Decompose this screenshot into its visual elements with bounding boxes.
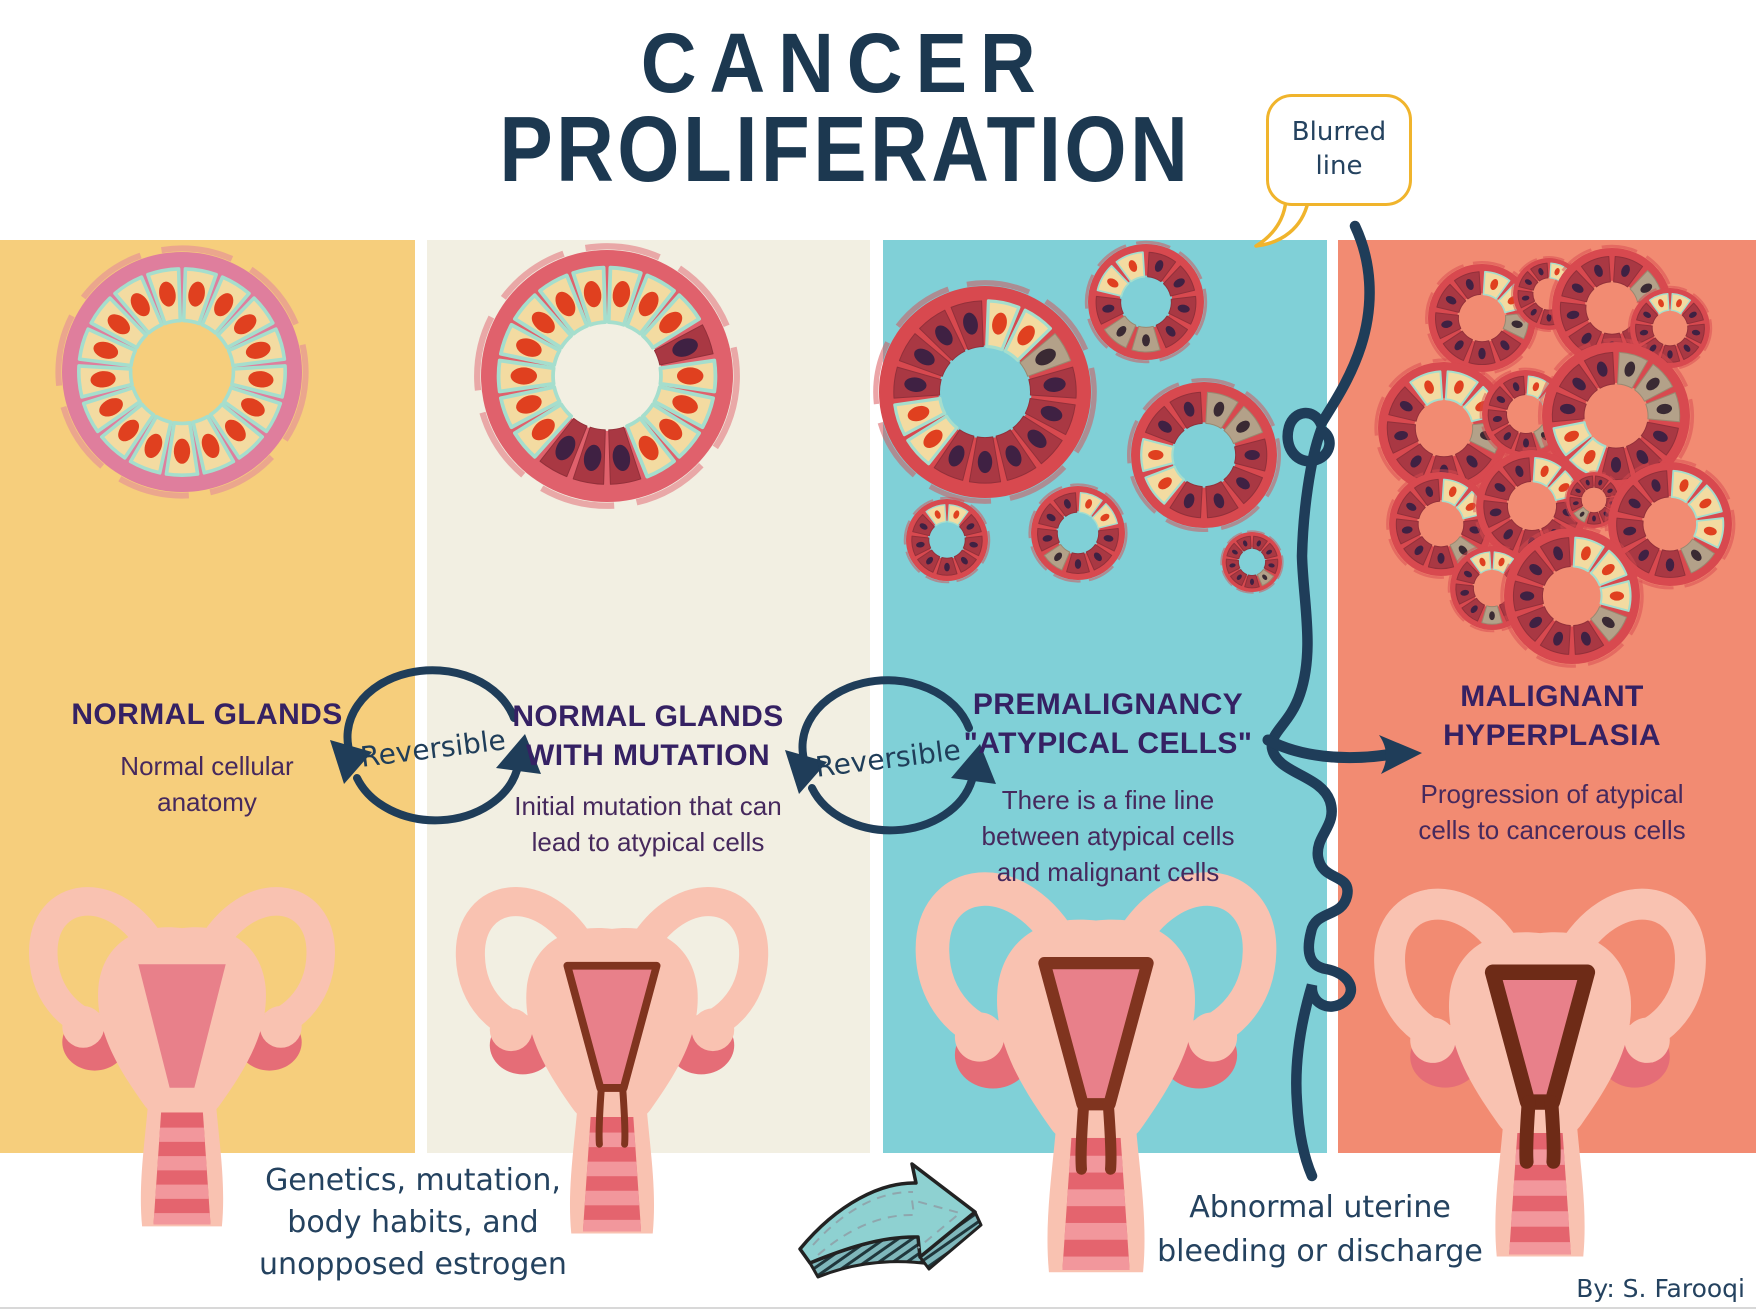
description-glands-with-mutation: Initial mutation that can lead to atypica… <box>458 788 838 860</box>
description-malignant-hyperplasia: Progression of atypical cells to cancerou… <box>1362 776 1742 848</box>
text-line: anatomy <box>157 787 257 817</box>
author-credit: By: S. Farooqi <box>1576 1274 1745 1303</box>
text-line: HYPERPLASIA <box>1443 719 1661 752</box>
text-line: unopposed estrogen <box>259 1247 567 1282</box>
bubble-text-line-1: Blurred <box>1291 117 1387 147</box>
page-title: CANCER PROLIFERATION <box>245 16 1445 202</box>
text-line: NORMAL GLANDS <box>512 700 784 733</box>
heading-normal-glands: NORMAL GLANDS <box>7 695 407 734</box>
title-line-1: CANCER <box>641 16 1049 110</box>
text-line: MALIGNANT <box>1460 680 1644 713</box>
text-line: Abnormal uterine <box>1189 1190 1451 1225</box>
text-line: There is a fine line <box>1001 785 1215 815</box>
text-line: lead to atypical cells <box>531 827 765 857</box>
heading-glands-with-mutation: NORMAL GLANDS WITH MUTATION <box>448 697 848 775</box>
bubble-text-line-2: line <box>1315 151 1363 181</box>
text-line: Initial mutation that can <box>514 791 782 821</box>
text-line: PREMALIGNANCY <box>972 688 1244 721</box>
text-line: cells to cancerous cells <box>1418 815 1686 845</box>
big-teal-arrow-icon <box>798 1162 983 1279</box>
heading-premalignancy: PREMALIGNANCY "ATYPICAL CELLS" <box>908 685 1308 763</box>
bottom-edge-line <box>0 1307 1756 1309</box>
blurred-line-speech-bubble: Blurred line <box>1266 94 1412 206</box>
causes-note: Genetics, mutation, body habits, and unopp… <box>253 1160 573 1286</box>
text-line: Genetics, mutation, <box>265 1163 561 1198</box>
title-line-2: PROLIFERATION <box>499 97 1191 202</box>
text-line: Normal cellular <box>120 751 294 781</box>
description-premalignancy: There is a fine line between atypical cel… <box>918 782 1298 890</box>
text-line: bleeding or discharge <box>1157 1234 1483 1269</box>
text-line: and malignant cells <box>996 857 1220 887</box>
text-line: NORMAL GLANDS <box>71 698 343 731</box>
text-line: body habits, and <box>287 1205 539 1240</box>
text-line: WITH MUTATION <box>525 739 771 772</box>
heading-malignant-hyperplasia: MALIGNANT HYPERPLASIA <box>1352 677 1752 755</box>
text-line: "ATYPICAL CELLS" <box>963 727 1253 760</box>
text-line: between atypical cells <box>981 821 1235 851</box>
text-line: Progression of atypical <box>1420 779 1684 809</box>
description-normal-glands: Normal cellular anatomy <box>27 748 387 820</box>
symptom-note: Abnormal uterine bleeding or discharge <box>1150 1186 1490 1274</box>
